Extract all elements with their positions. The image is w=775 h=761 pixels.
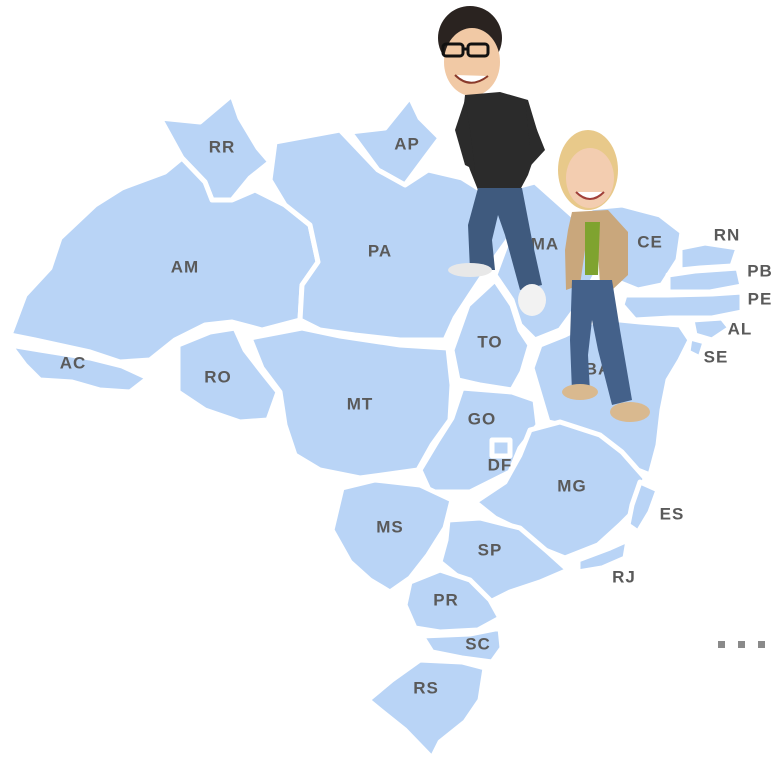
state-rs[interactable] [365,657,488,761]
man-with-glasses [438,6,546,316]
state-label-pe: PE [748,289,773,308]
woman-smile [575,191,605,200]
woman-jeans [570,280,632,405]
state-rj[interactable] [575,537,631,575]
state-label-es: ES [660,504,685,523]
state-mt[interactable] [247,325,455,481]
woman-right-shoe [610,402,650,422]
state-rn[interactable] [677,240,741,273]
ellipsis-icon[interactable] [718,641,765,648]
man-left-arm [455,100,475,170]
state-sc[interactable] [419,625,505,665]
woman-left-shoe [562,384,598,400]
state-label-rj: RJ [612,567,636,586]
state-label-pb: PB [747,261,773,280]
state-es[interactable] [625,479,661,535]
man-right-arm [515,100,545,175]
woman-top [585,222,600,275]
state-ms[interactable] [329,477,455,595]
man-right-shoe [518,284,546,316]
man-smile [454,74,489,84]
man-face [444,28,500,96]
man-left-shoe [448,263,492,277]
ellipsis-dot [758,641,765,648]
state-ac[interactable] [7,342,151,395]
ellipsis-dot [718,641,725,648]
state-mg[interactable] [472,419,648,561]
state-label-rn: RN [714,225,741,244]
state-pb[interactable] [665,265,745,295]
state-label-se: SE [704,347,729,366]
state-pa[interactable] [267,127,523,343]
man-jeans [468,188,542,290]
state-pr[interactable] [402,567,503,635]
state-pe[interactable] [619,289,745,323]
state-al[interactable] [689,315,733,343]
state-to[interactable] [449,277,533,393]
man-shirt [460,92,540,190]
ellipsis-dot [738,641,745,648]
state-df[interactable] [489,437,513,459]
people-layer [438,6,650,422]
blonde-woman [558,130,650,422]
state-go[interactable] [417,385,541,495]
states-layer [7,92,745,761]
